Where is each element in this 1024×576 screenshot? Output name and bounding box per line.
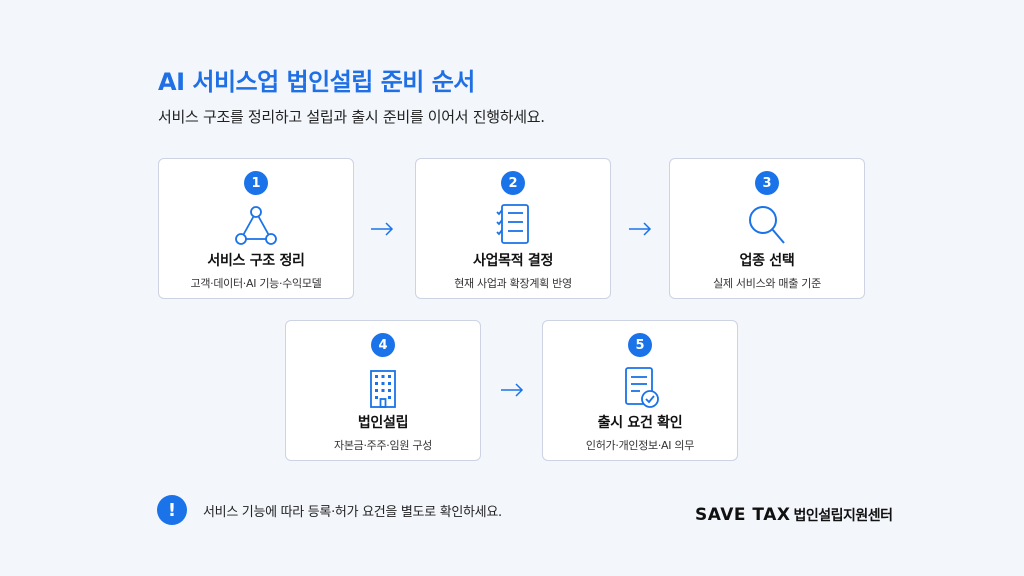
step-number-badge: 5 [628, 333, 652, 357]
step-description: 인허가·개인정보·AI 의무 [585, 439, 695, 452]
arrow-right-icon [628, 222, 652, 236]
step-card-1: 1 서비스 구조 정리 고객·데이터·AI 기능·수익모델 [158, 158, 354, 299]
step-card-2: 2 사업목적 결정 현재 사업과 확장계획 반영 [415, 158, 611, 299]
step-number-badge: 3 [755, 171, 779, 195]
page-subtitle: 서비스 구조를 정리하고 설립과 출시 준비를 이어서 진행하세요. [158, 108, 545, 126]
magnifier-icon [743, 203, 791, 249]
brand-footer: SAVE TAX 법인설립지원센터 [695, 505, 893, 525]
document-check-icon [616, 365, 664, 411]
notice-text: 서비스 기능에 따라 등록·허가 요건을 별도로 확인하세요. [203, 505, 502, 520]
step-title: 법인설립 [357, 415, 409, 431]
step-title: 출시 요건 확인 [597, 415, 683, 431]
step-title: 사업목적 결정 [472, 253, 554, 269]
step-description: 현재 사업과 확장계획 반영 [454, 277, 572, 290]
page-title: AI 서비스업 법인설립 준비 순서 [158, 68, 475, 96]
arrow-right-icon [500, 383, 524, 397]
step-number-badge: 4 [371, 333, 395, 357]
step-number-badge: 1 [244, 171, 268, 195]
step-card-3: 3 업종 선택 실제 서비스와 매출 기준 [669, 158, 865, 299]
step-card-5: 5 출시 요건 확인 인허가·개인정보·AI 의무 [542, 320, 738, 461]
step-description: 고객·데이터·AI 기능·수익모델 [190, 277, 322, 290]
step-card-4: 4 법인설립 자본금·주주·임원 구성 [285, 320, 481, 461]
brand-logo: SAVE TAX [695, 505, 791, 525]
arrow-right-icon [370, 222, 394, 236]
network-triangle-icon [232, 203, 280, 249]
step-description: 자본금·주주·임원 구성 [334, 439, 432, 452]
step-title: 서비스 구조 정리 [207, 253, 305, 269]
exclamation-icon: ! [157, 495, 187, 525]
step-description: 실제 서비스와 매출 기준 [713, 277, 821, 290]
step-title: 업종 선택 [739, 253, 795, 269]
checklist-icon [489, 203, 537, 249]
building-icon [359, 365, 407, 411]
step-number-badge: 2 [501, 171, 525, 195]
brand-name: 법인설립지원센터 [793, 508, 893, 524]
